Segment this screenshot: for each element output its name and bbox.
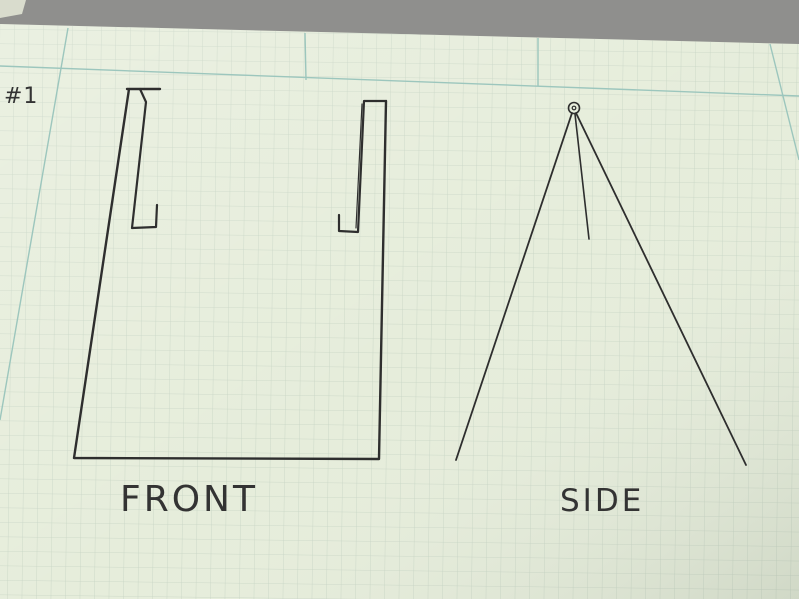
side-center-strut (574, 113, 590, 240)
paper-corner-fragment (0, 0, 26, 18)
front-view (72, 87, 388, 461)
front-panel-outline (72, 87, 388, 461)
side-view-label: SIDE (560, 483, 644, 519)
front-right-slot (337, 99, 387, 234)
page-number: #1 (4, 84, 38, 109)
side-left-leg (455, 112, 573, 461)
major-grid-lines (0, 27, 799, 421)
side-view (455, 101, 747, 466)
front-left-slot (130, 87, 159, 230)
side-hinge-dot (571, 105, 577, 111)
side-right-leg (575, 112, 747, 466)
front-right-inner-edge (355, 103, 363, 229)
front-view-label: FRONT (120, 479, 258, 520)
paper-shading (0, 24, 799, 599)
side-hinge-circle (567, 101, 581, 115)
